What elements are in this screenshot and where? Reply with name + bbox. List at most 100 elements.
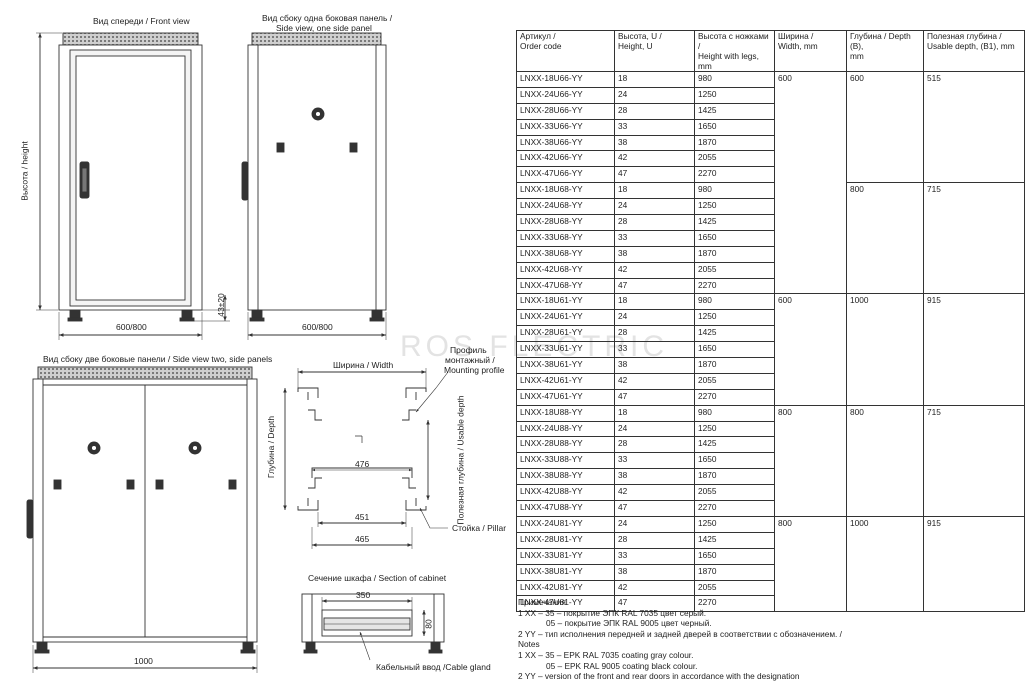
cell-height-legs: 2270 bbox=[694, 388, 775, 406]
note-line: 1 XX – 35 – EPK RAL 7035 coating gray co… bbox=[518, 649, 694, 660]
mounting-profile-label-line1: Профиль bbox=[450, 345, 487, 355]
cell-depth: 800 bbox=[846, 404, 924, 517]
cell-order-code: LNXX-24U61-YY bbox=[516, 309, 615, 327]
section-drawing bbox=[301, 593, 445, 661]
cell-height-legs: 1425 bbox=[694, 102, 775, 120]
cell-order-code: LNXX-38U61-YY bbox=[516, 357, 615, 374]
cell-height-legs: 1250 bbox=[694, 309, 775, 327]
cell-height-u: 33 bbox=[614, 229, 695, 247]
cell-height-legs: 1425 bbox=[694, 436, 775, 454]
cell-height-u: 33 bbox=[614, 452, 695, 470]
height-dimension-label: Высота / height bbox=[19, 141, 30, 201]
cell-height-u: 33 bbox=[614, 341, 695, 359]
note-line: 2 YY – version of the front and rear doo… bbox=[518, 671, 800, 682]
cell-height-legs: 1870 bbox=[694, 357, 775, 374]
top-section-drawing bbox=[283, 368, 449, 549]
cell-height-legs: 980 bbox=[694, 404, 775, 422]
section-label: Сечение шкафа / Section of cabinet bbox=[308, 573, 447, 583]
cell-order-code: LNXX-28U88-YY bbox=[516, 436, 615, 454]
front-width-label: 600/800 bbox=[116, 322, 147, 332]
note-line: 05 – EPK RAL 9005 coating black colour. bbox=[546, 660, 698, 671]
col-height-u: Высота, U /Height, U bbox=[614, 30, 695, 72]
cell-height-u: 24 bbox=[614, 86, 695, 104]
cell-height-legs: 2270 bbox=[694, 166, 775, 184]
cell-usable-depth: 715 bbox=[923, 404, 1025, 517]
cell-order-code: LNXX-38U66-YY bbox=[516, 134, 615, 152]
cell-height-u: 38 bbox=[614, 563, 695, 581]
cell-depth: 1000 bbox=[846, 293, 924, 406]
mounting-profile-label-line3: Mounting profile bbox=[444, 365, 505, 375]
cell-height-legs: 2055 bbox=[694, 484, 775, 502]
cell-height-legs: 1650 bbox=[694, 118, 775, 136]
note-line: Примечания bbox=[518, 597, 566, 607]
top-width-label: Ширина / Width bbox=[333, 360, 394, 370]
cell-order-code: LNXX-47U81-YY bbox=[516, 595, 615, 613]
cell-width: 600 bbox=[774, 293, 847, 406]
cell-height-u: 18 bbox=[614, 71, 695, 88]
cell-height-legs: 1250 bbox=[694, 420, 775, 438]
cell-width: 800 bbox=[774, 404, 847, 517]
cell-order-code: LNXX-33U61-YY bbox=[516, 341, 615, 359]
note-line: 2 YY – тип исполнения передней и задней … bbox=[518, 628, 842, 639]
cell-width: 600 bbox=[774, 70, 847, 295]
cell-order-code: LNXX-18U68-YY bbox=[516, 182, 615, 200]
cell-height-legs: 1650 bbox=[694, 452, 775, 470]
cell-height-u: 33 bbox=[614, 547, 695, 565]
side-view-two-panels-drawing bbox=[26, 366, 258, 673]
cell-height-u: 28 bbox=[614, 325, 695, 343]
cell-height-legs: 1650 bbox=[694, 229, 775, 247]
cell-height-legs: 1250 bbox=[694, 198, 775, 216]
cell-depth: 600 bbox=[846, 70, 924, 184]
cell-order-code: LNXX-24U66-YY bbox=[516, 86, 615, 104]
cell-height-legs: 1650 bbox=[694, 341, 775, 359]
cell-height-u: 47 bbox=[614, 388, 695, 406]
col-usable-depth: Полезная глубина /Usable depth, (B1), mm bbox=[923, 30, 1025, 72]
dimension-465: 465 bbox=[355, 534, 370, 544]
cell-depth: 1000 bbox=[846, 515, 924, 613]
cell-height-legs: 1425 bbox=[694, 214, 775, 231]
cell-height-legs: 1870 bbox=[694, 134, 775, 152]
cell-height-u: 28 bbox=[614, 102, 695, 120]
cell-order-code: LNXX-42U88-YY bbox=[516, 484, 615, 502]
cell-height-u: 42 bbox=[614, 579, 695, 597]
cell-usable-depth: 715 bbox=[923, 182, 1025, 295]
cell-height-u: 42 bbox=[614, 372, 695, 390]
table-header-row: Артикул /Order code Высота, U /Height, U… bbox=[516, 30, 1025, 72]
cell-height-u: 28 bbox=[614, 436, 695, 454]
cell-height-legs: 2055 bbox=[694, 579, 775, 597]
cell-height-legs: 1870 bbox=[694, 468, 775, 486]
cell-height-u: 18 bbox=[614, 404, 695, 422]
side-view-one-label-line1: Вид сбоку одна боковая панель / bbox=[262, 13, 393, 23]
cell-order-code: LNXX-33U81-YY bbox=[516, 547, 615, 565]
cell-order-code: LNXX-28U61-YY bbox=[516, 325, 615, 343]
dimension-451: 451 bbox=[355, 512, 370, 522]
cell-height-legs: 1425 bbox=[694, 531, 775, 549]
mounting-profile-label-line2: монтажный / bbox=[445, 355, 495, 365]
cell-order-code: LNXX-42U68-YY bbox=[516, 261, 615, 279]
cell-height-u: 18 bbox=[614, 182, 695, 200]
front-view-label: Вид спереди / Front view bbox=[93, 16, 190, 26]
legs-dimension-label: 43±20 bbox=[215, 293, 226, 317]
cell-order-code: LNXX-47U61-YY bbox=[516, 388, 615, 406]
cell-order-code: LNXX-42U61-YY bbox=[516, 372, 615, 390]
specification-table: Артикул /Order code Высота, U /Height, U… bbox=[516, 30, 1025, 613]
cell-height-u: 38 bbox=[614, 357, 695, 374]
col-depth: Глубина / Depth (B),mm bbox=[846, 30, 924, 72]
